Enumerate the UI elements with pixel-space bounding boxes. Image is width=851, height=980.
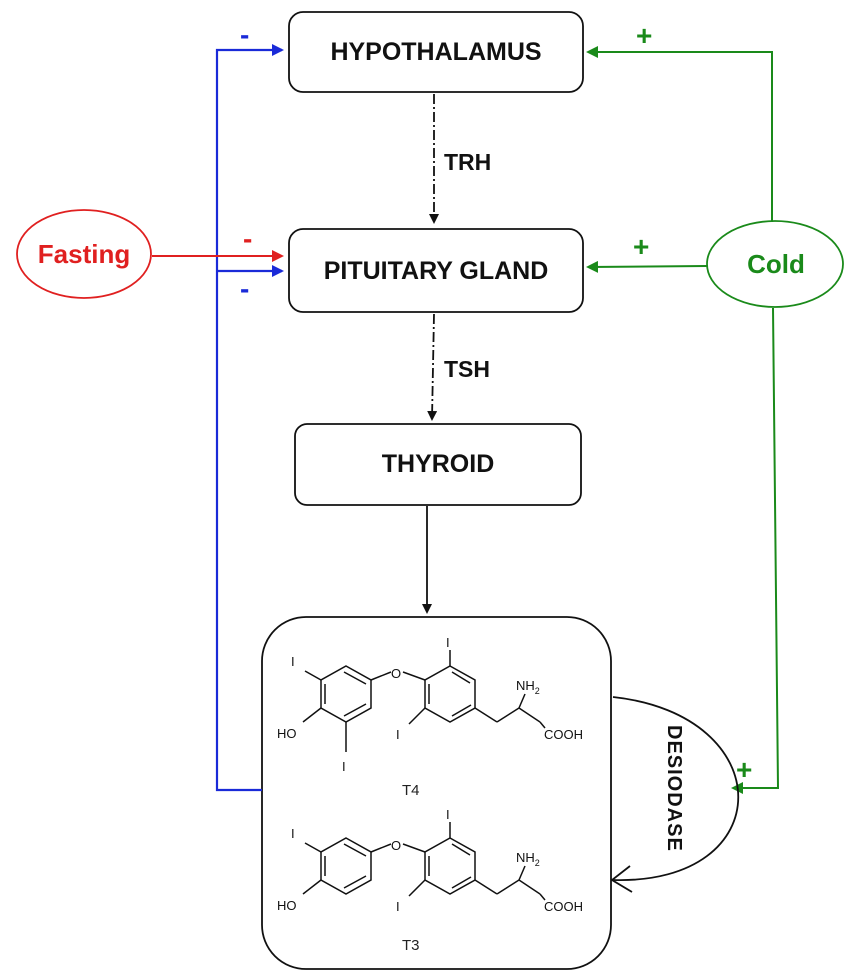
thyroid-label: THYROID [382,450,495,478]
t4-atom-labels: I HO I O I I NH2 COOH T4 [277,635,583,799]
t4-hydroxyl: HO [277,726,297,741]
tsh-arrow [427,313,438,421]
t3-oxygen: O [391,838,401,853]
pituitary-node: PITUITARY GLAND [288,228,584,313]
hypothalamus-inhibition-sign: - [240,19,249,50]
t4-iodine-3: I [446,635,450,650]
t3-acid: COOH [544,899,583,914]
t4-iodine-4: I [396,727,400,742]
fasting-node: Fasting [16,209,152,299]
thyroid-node: THYROID [294,423,582,506]
t3-structure [302,822,546,901]
pituitary-label: PITUITARY GLAND [324,257,549,285]
cold-label: Cold [747,249,805,279]
t4-label: T4 [402,782,420,799]
hypothalamus-stimulation-sign: + [636,20,652,51]
t3-atom-labels: I HO O I I NH2 COOH T3 [277,807,583,954]
t3-iodine-3: I [396,899,400,914]
desiodase-stimulation-sign: + [736,754,752,785]
t3-hydroxyl: HO [277,898,297,913]
t4-oxygen: O [391,666,401,681]
t3-label: T3 [402,937,420,954]
fasting-label: Fasting [38,239,130,269]
pituitary-feedback-sign: - [240,273,249,304]
desiodase-label: DESIODASE [663,725,685,852]
t4-amine: NH2 [516,678,540,696]
t4-iodine-1: I [291,654,295,669]
fasting-inhibition-sign: - [243,223,252,254]
hypothalamus-label: HYPOTHALAMUS [330,38,541,66]
tsh-label: TSH [444,356,490,382]
t4-acid: COOH [544,727,583,742]
cold-node: Cold [706,220,844,308]
pituitary-stimulation-sign: + [633,231,649,262]
t3-iodine-1: I [291,826,295,841]
t3-amine: NH2 [516,850,540,868]
trh-label: TRH [444,149,491,175]
t4-iodine-2: I [342,759,346,774]
t4-structure [302,650,546,752]
cold-stimulation-arrows [586,46,780,794]
desiodase-arrow [610,696,739,893]
hormones-node [261,616,612,970]
feedback-inhibition-arrows [215,44,284,792]
hypothalamus-node: HYPOTHALAMUS [288,11,584,93]
t3-iodine-2: I [446,807,450,822]
